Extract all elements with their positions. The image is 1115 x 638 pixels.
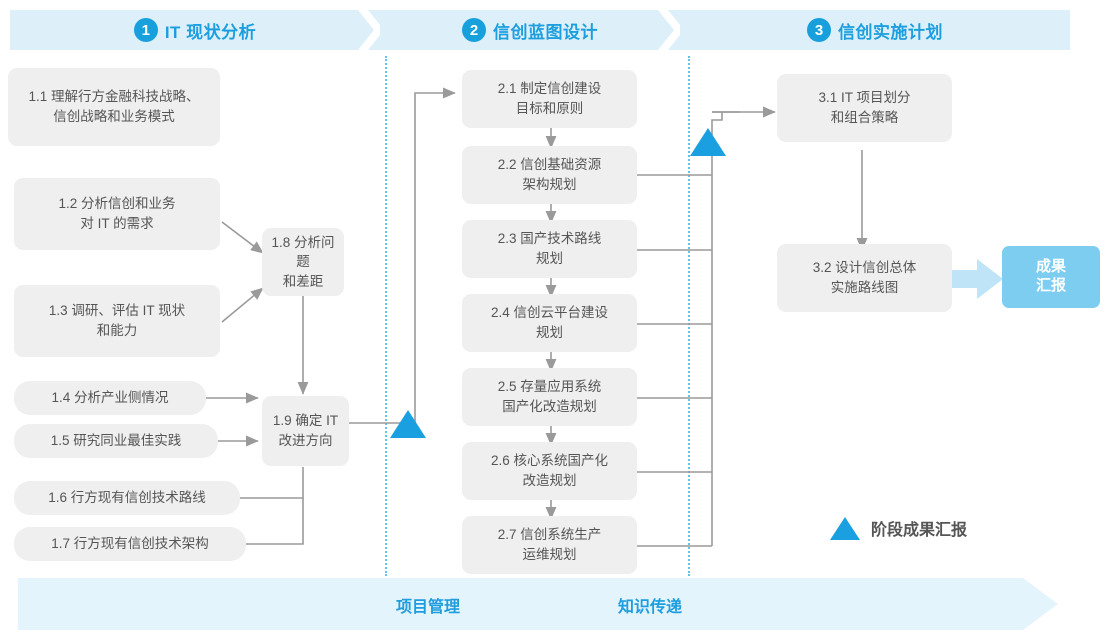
result-arrow <box>947 259 1003 299</box>
process-box-1-1[interactable]: 1.1 理解行方金融科技战略、 信创战略和业务模式 <box>8 68 220 146</box>
phase-banner-2: 2 信创蓝图设计 <box>380 10 680 50</box>
result-box[interactable]: 成果 汇报 <box>1002 246 1100 308</box>
process-box-1-2[interactable]: 1.2 分析信创和业务 对 IT 的需求 <box>14 178 220 250</box>
process-box-2-1[interactable]: 2.1 制定信创建设 目标和原则 <box>462 70 637 128</box>
process-box-2-4[interactable]: 2.4 信创云平台建设 规划 <box>462 294 637 352</box>
phase-banner-1: 1 IT 现状分析 <box>10 10 380 50</box>
phase-label-1: IT 现状分析 <box>164 22 257 42</box>
milestone-triangle-1 <box>390 410 426 438</box>
process-box-1-5[interactable]: 1.5 研究同业最佳实践 <box>14 424 218 458</box>
phase-chevron-2 <box>658 10 688 50</box>
legend-label: 阶段成果汇报 <box>871 522 968 539</box>
bottom-band-label-1: 项目管理 <box>396 599 461 616</box>
phase-divider-1 <box>385 56 387 576</box>
phase-banner-3-tip <box>1050 10 1080 50</box>
phase-banner-3: 3 信创实施计划 <box>680 10 1070 50</box>
bottom-band: 项目管理 知识传递 <box>18 578 1058 630</box>
milestone-triangle-2 <box>690 128 726 156</box>
phase-number-3: 3 <box>807 18 831 42</box>
process-box-3-2[interactable]: 3.2 设计信创总体 实施路线图 <box>777 244 952 312</box>
phase-number-2: 2 <box>462 18 486 42</box>
process-box-1-4[interactable]: 1.4 分析产业侧情况 <box>14 381 206 415</box>
process-box-1-7[interactable]: 1.7 行方现有信创技术架构 <box>14 527 246 561</box>
process-box-1-3[interactable]: 1.3 调研、评估 IT 现状 和能力 <box>14 285 220 357</box>
process-box-2-7[interactable]: 2.7 信创系统生产 运维规划 <box>462 516 637 574</box>
process-box-3-1[interactable]: 3.1 IT 项目划分 和组合策略 <box>777 74 952 142</box>
legend-triangle-icon <box>830 516 860 540</box>
process-box-1-6[interactable]: 1.6 行方现有信创技术路线 <box>14 481 240 515</box>
process-box-2-5[interactable]: 2.5 存量应用系统 国产化改造规划 <box>462 368 637 426</box>
phase-number-1: 1 <box>133 18 158 42</box>
process-box-2-6[interactable]: 2.6 核心系统国产化 改造规划 <box>462 442 637 500</box>
phase-label-2: 信创蓝图设计 <box>493 22 598 42</box>
phase-chevron-1 <box>358 10 388 50</box>
process-box-1-9[interactable]: 1.9 确定 IT 改进方向 <box>262 396 349 466</box>
phase-divider-2 <box>688 56 690 576</box>
phase-label-3: 信创实施计划 <box>838 22 943 42</box>
bottom-band-label-2: 知识传递 <box>618 599 683 616</box>
process-box-2-2[interactable]: 2.2 信创基础资源 架构规划 <box>462 146 637 204</box>
legend: 阶段成果汇报 <box>830 516 967 540</box>
process-box-1-8[interactable]: 1.8 分析问题 和差距 <box>262 228 344 296</box>
process-box-2-3[interactable]: 2.3 国产技术路线 规划 <box>462 220 637 278</box>
